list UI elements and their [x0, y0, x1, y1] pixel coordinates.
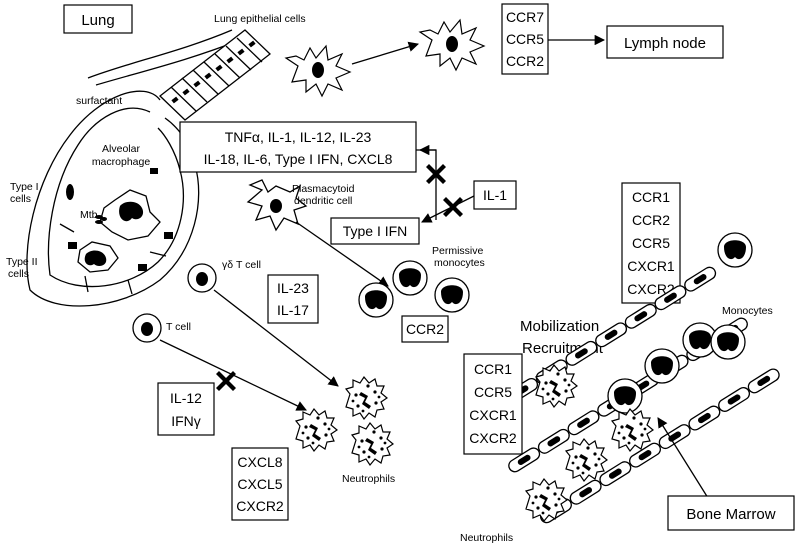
- lung-label-box: [63, 4, 133, 34]
- permissive-monocyte-icon: [358, 282, 394, 318]
- neutrophil-icon: [345, 376, 388, 420]
- neut-receptor-cxcr2: CXCR2: [469, 430, 517, 446]
- dc-migration-arrow: [351, 41, 419, 65]
- vessel-monocyte-icon: [710, 324, 746, 360]
- gd-t-cell-label: γδ T cell: [222, 259, 261, 271]
- neut-receptor-cxcr1: CXCR1: [469, 407, 517, 423]
- il12-label: IL-12: [170, 390, 202, 406]
- vessel-neutrophil-icon: [611, 408, 654, 452]
- mono-receptor-ccr1: CCR1: [632, 189, 670, 205]
- migrating-dendritic-cell-icon: [419, 19, 485, 71]
- bone-marrow-label: Bone Marrow: [686, 506, 775, 523]
- alveolus: [26, 90, 200, 307]
- mono-receptor-cxcr1: CXCR1: [627, 258, 675, 274]
- vessel-monocyte-icon: [644, 348, 680, 384]
- gd-t-cell-arrow: [213, 289, 339, 387]
- dendritic-cell-icon: [285, 45, 351, 97]
- neut-receptor-ccr1: CCR1: [474, 361, 512, 377]
- mono-receptor-ccr2: CCR2: [632, 212, 670, 228]
- lung-label: Lung: [81, 12, 114, 29]
- type1-cells-label-2: cells: [10, 193, 31, 205]
- alveolar-macrophage-label-2: macrophage: [92, 156, 151, 168]
- il17-label: IL-17: [277, 302, 309, 318]
- ccr2-label: CCR2: [406, 321, 444, 337]
- mtb-label: Mtb: [80, 209, 98, 221]
- il1-box: [473, 180, 517, 210]
- neutrophil-icon: [351, 422, 394, 466]
- dc-receptors-box: [501, 3, 549, 75]
- type2-cells-label: Type II: [6, 256, 38, 268]
- dc-receptor-ccr2: CCR2: [506, 53, 544, 69]
- il23-il17-box: [267, 274, 319, 324]
- permissive-monocyte-icon: [392, 260, 428, 296]
- cytokines-line-2: IL-18, IL-6, Type I IFN, CXCL8: [204, 151, 393, 167]
- vessel-neutrophil-icon: [565, 438, 608, 482]
- alveolar-macrophage-label: Alveolar: [102, 143, 140, 155]
- il1-label: IL-1: [483, 187, 507, 203]
- pdc-label-2: dendritic cell: [294, 195, 352, 207]
- permissive-monocytes-label: Permissive: [432, 245, 484, 257]
- dc-receptor-ccr5: CCR5: [506, 31, 544, 47]
- surfactant-label: surfactant: [76, 95, 122, 107]
- permissive-monocyte-icon: [434, 277, 470, 313]
- mono-receptor-cxcr2: CXCR2: [627, 281, 675, 297]
- type1-cells-label: Type I: [10, 181, 39, 193]
- blocked-cytokine-path: [416, 149, 437, 220]
- t-cell-block-cross-icon: [216, 371, 236, 391]
- chemo-cxcl5: CXCL5: [237, 476, 282, 492]
- chemo-cxcl8: CXCL8: [237, 454, 282, 470]
- neutrophils-bottom-label: Neutrophils: [460, 532, 513, 544]
- ccr2-box: [401, 315, 449, 343]
- il23-label: IL-23: [277, 280, 309, 296]
- monocyte-receptors-box: [621, 182, 681, 304]
- type1-ifn-label: Type I IFN: [343, 223, 408, 239]
- type2-cells-label-2: cells: [8, 268, 29, 280]
- t-cell-label: T cell: [166, 321, 191, 333]
- vessel-monocyte-icon: [607, 378, 643, 414]
- epithelial-cells: [159, 29, 271, 121]
- ifng-label: IFNγ: [171, 413, 201, 429]
- lymph-node-label: Lymph node: [624, 35, 706, 52]
- cytokines-box: [179, 121, 417, 173]
- lymph-node-box: [606, 25, 724, 59]
- neut-receptor-ccr5: CCR5: [474, 384, 512, 400]
- bone-marrow-arrow: [657, 417, 709, 499]
- neutrophil-icon: [295, 408, 338, 452]
- neutrophil-receptors-box: [463, 353, 523, 455]
- bone-marrow-box: [667, 495, 795, 531]
- monocyte-icon: [717, 232, 753, 268]
- il1-block-cross-icon: [443, 197, 463, 217]
- mobilization-label: Mobilization: [520, 318, 599, 335]
- monocytes-label: Monocytes: [722, 305, 773, 317]
- cytokines-line-1: TNFα, IL-1, IL-12, IL-23: [225, 129, 372, 145]
- chemo-cxcr2: CXCR2: [236, 498, 284, 514]
- il12-ifng-box: [157, 382, 215, 436]
- neutrophil-chemokine-box: [231, 447, 289, 521]
- dc-receptor-ccr7: CCR7: [506, 9, 544, 25]
- permissive-monocytes-label-2: monocytes: [434, 257, 485, 269]
- neutrophils-center-label: Neutrophils: [342, 473, 395, 485]
- mono-receptor-ccr5: CCR5: [632, 235, 670, 251]
- lung-epithelial-label: Lung epithelial cells: [214, 13, 306, 25]
- pdc-to-monocytes-arrow: [295, 221, 389, 287]
- pdc-label: Plasmacytoid: [292, 183, 355, 195]
- type1-ifn-box: [330, 217, 420, 245]
